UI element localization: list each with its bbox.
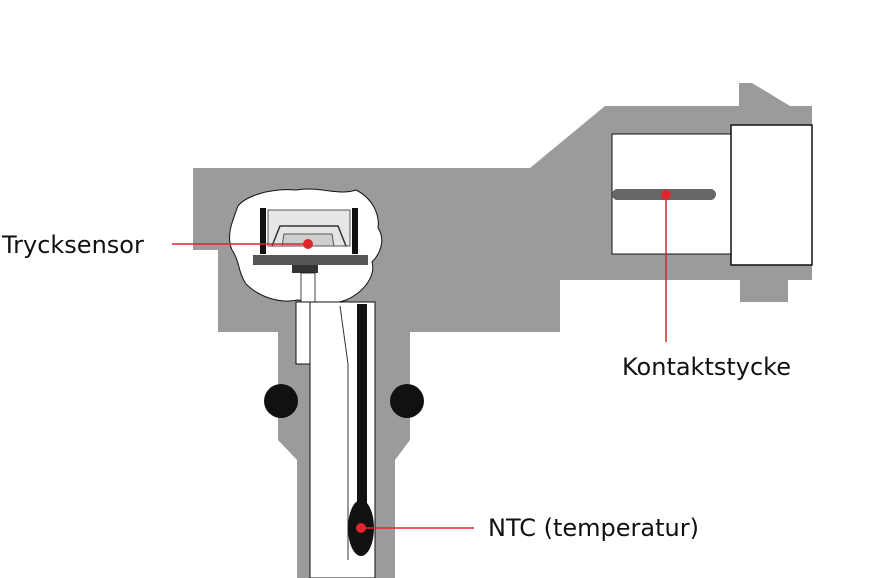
label-contact-piece: Kontaktstycke [622,353,791,381]
connector-cap [730,124,813,266]
marker-pressure-sensor [303,239,313,249]
o-ring-right [390,384,424,418]
marker-ntc [356,523,366,533]
marker-contact-piece [661,190,671,200]
label-pressure-sensor: Trycksensor [2,231,144,259]
sensor-base-plate [253,255,368,265]
sensor-stem [300,272,316,306]
sensor-base-pedestal [292,265,318,273]
probe-inner-line [339,305,349,560]
label-ntc: NTC (temperatur) [488,514,699,542]
sensor-right-wall [352,208,358,254]
sensor-left-wall [260,208,266,254]
o-ring-left [264,384,298,418]
sensor-diaphragm [271,225,347,247]
ntc-wire [357,304,367,514]
